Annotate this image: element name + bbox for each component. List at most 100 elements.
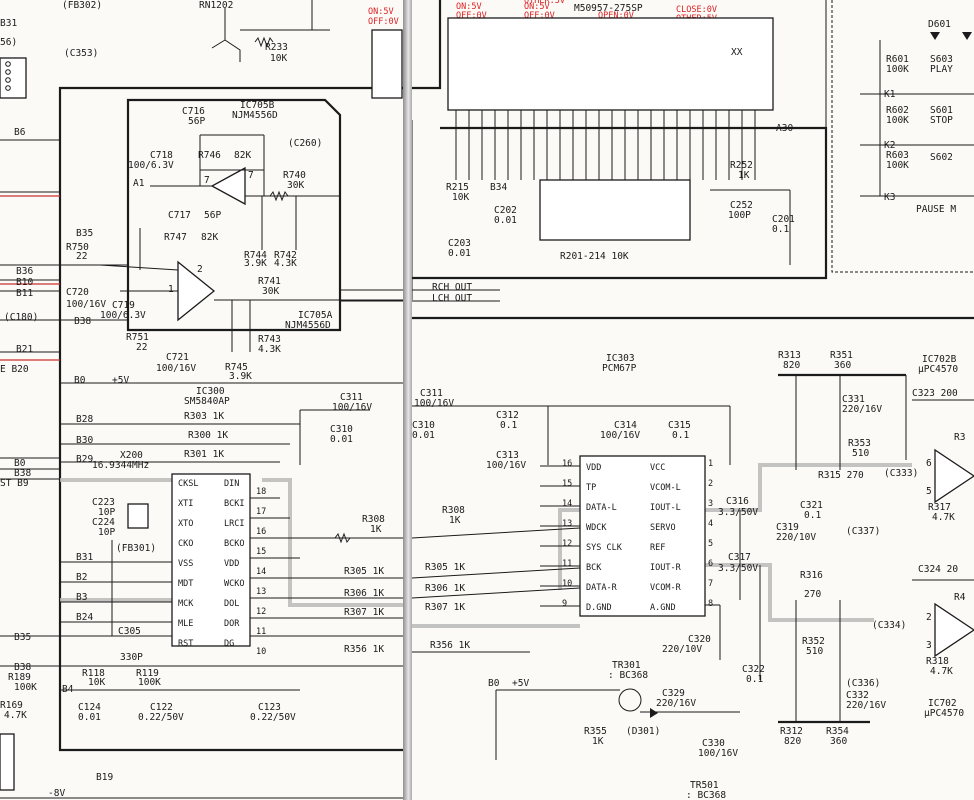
svg-text:3: 3 — [926, 640, 932, 651]
label-r233: R233 — [265, 42, 288, 53]
label-c203: C203 — [448, 238, 471, 249]
value-r317: 4.7K — [932, 512, 955, 523]
label-r308-left: R308 — [362, 514, 385, 525]
label-b38: B38 — [74, 316, 91, 327]
value-c223: 10P — [98, 507, 115, 518]
label-r746: R746 — [198, 150, 221, 161]
svg-text:6: 6 — [926, 458, 932, 469]
value-r351: 360 — [834, 360, 851, 371]
value-r745: 3.9K — [229, 371, 252, 382]
ic303-pin-sys-clk: SYS CLK — [586, 543, 623, 553]
ic303-pin-vcom-l: VCOM-L — [650, 483, 681, 493]
value-c311: 100/16V — [332, 402, 372, 413]
label-c720: C720 — [66, 287, 89, 298]
ic303-pinnum-13: 13 — [562, 519, 572, 529]
value-c122: 0.22/50V — [138, 712, 184, 723]
value-r741: 30K — [262, 286, 279, 297]
label-r306-right: R306 1K — [425, 583, 465, 594]
label-stb9: ST B9 — [0, 478, 29, 489]
label-r745: R745 — [225, 362, 248, 373]
ic300-pin-rst: RST — [178, 639, 193, 649]
resistor-array-r201 — [539, 179, 691, 241]
label-c310-right: C310 — [412, 420, 435, 431]
label-r353: R353 — [848, 438, 871, 449]
value-c321: 0.1 — [804, 510, 821, 521]
ic300-pin-mck: MCK — [178, 599, 194, 609]
label-c334: (C334) — [872, 620, 906, 631]
transistor-tr301 — [618, 688, 642, 712]
ic303-pin-data-l: DATA-L — [586, 503, 617, 513]
label-ic705b: IC705B — [240, 100, 275, 111]
value-r354: 360 — [830, 736, 847, 747]
part-ic303: PCM67P — [602, 363, 637, 374]
chip-ic300 — [171, 473, 251, 647]
label-r306-left: R306 1K — [344, 588, 384, 599]
ic303-pinnum-1: 1 — [708, 459, 713, 469]
value-c716: 56P — [188, 116, 205, 127]
ic303-pinnum-4: 4 — [708, 519, 713, 529]
value-s603: PLAY — [930, 64, 953, 75]
label-c317: C317 — [728, 552, 751, 563]
label-c329: C329 — [662, 688, 685, 699]
value-c720: 100/16V — [66, 299, 106, 310]
label-r305-right: R305 1K — [425, 562, 465, 573]
ic300-pinnum-10: 10 — [256, 647, 266, 657]
label-off0v-left: OFF:0V — [368, 17, 399, 27]
label-r119: R119 — [136, 668, 159, 679]
label-x200: X200 — [120, 450, 143, 461]
value-r313: 820 — [783, 360, 800, 371]
ic303-pinnum-15: 15 — [562, 479, 572, 489]
opamp-ic702a — [934, 602, 974, 658]
label-r315: R315 270 — [818, 470, 864, 481]
value-c719: 100/6.3V — [100, 310, 146, 321]
label-rch-out: RCH OUT — [432, 282, 472, 293]
label-minus8v: -8V — [48, 788, 65, 799]
label-b20: E B20 — [0, 364, 29, 375]
label-r354: R354 — [826, 726, 849, 737]
label-r252: R252 — [730, 160, 753, 171]
part-ic702a: μPC4570 — [924, 708, 964, 719]
value-r119: 100K — [138, 677, 161, 688]
label-r300: R300 1K — [188, 430, 228, 441]
label-ic702b: IC702B — [922, 354, 957, 365]
ic303-pinnum-2: 2 — [708, 479, 713, 489]
bus-outline-left — [58, 86, 403, 752]
label-c122: C122 — [150, 702, 173, 713]
value-r742: 4.3K — [274, 258, 297, 269]
label-c331: C331 — [842, 394, 865, 405]
red-annotation-0: ON:5V — [456, 2, 482, 12]
ic303-pin-vcom-r: VCOM-R — [650, 583, 682, 593]
value-c332: 220/16V — [846, 700, 886, 711]
svg-text:2: 2 — [197, 264, 203, 275]
label-c224: C224 — [92, 517, 115, 528]
label-r355: R355 — [584, 726, 607, 737]
label-fb302: (FB302) — [62, 0, 102, 11]
value-r233: 10K — [270, 53, 287, 64]
label-r743: R743 — [258, 334, 281, 345]
label-r750: R750 — [66, 242, 89, 253]
value-r743: 4.3K — [258, 344, 281, 355]
value-r352: 510 — [806, 646, 823, 657]
ic300-pinnum-16: 16 — [256, 527, 266, 537]
label-b2: B2 — [76, 572, 87, 583]
label-r601: R601 — [886, 54, 909, 65]
value-r747: 82K — [201, 232, 218, 243]
label-s601: S601 — [930, 105, 953, 116]
page-fold — [403, 0, 412, 800]
part-tr501: : BC368 — [686, 790, 726, 800]
label-k3: K3 — [884, 192, 895, 203]
ic303-pinnum-10: 10 — [562, 579, 572, 589]
ic303-pinnum-11: 11 — [562, 559, 572, 569]
label-c201: C201 — [772, 214, 795, 225]
highlight-traces-right — [412, 463, 912, 628]
label-c316: C316 — [726, 496, 749, 507]
label-b11: B11 — [16, 288, 33, 299]
label-r351: R351 — [830, 350, 853, 361]
ic300-pin-bcki: BCKI — [224, 499, 244, 509]
label-c314: C314 — [614, 420, 637, 431]
ic303-pin-tp: TP — [586, 483, 596, 493]
label-r602: R602 — [886, 105, 909, 116]
label-56: 56) — [0, 37, 17, 48]
label-c313: C313 — [496, 450, 519, 461]
